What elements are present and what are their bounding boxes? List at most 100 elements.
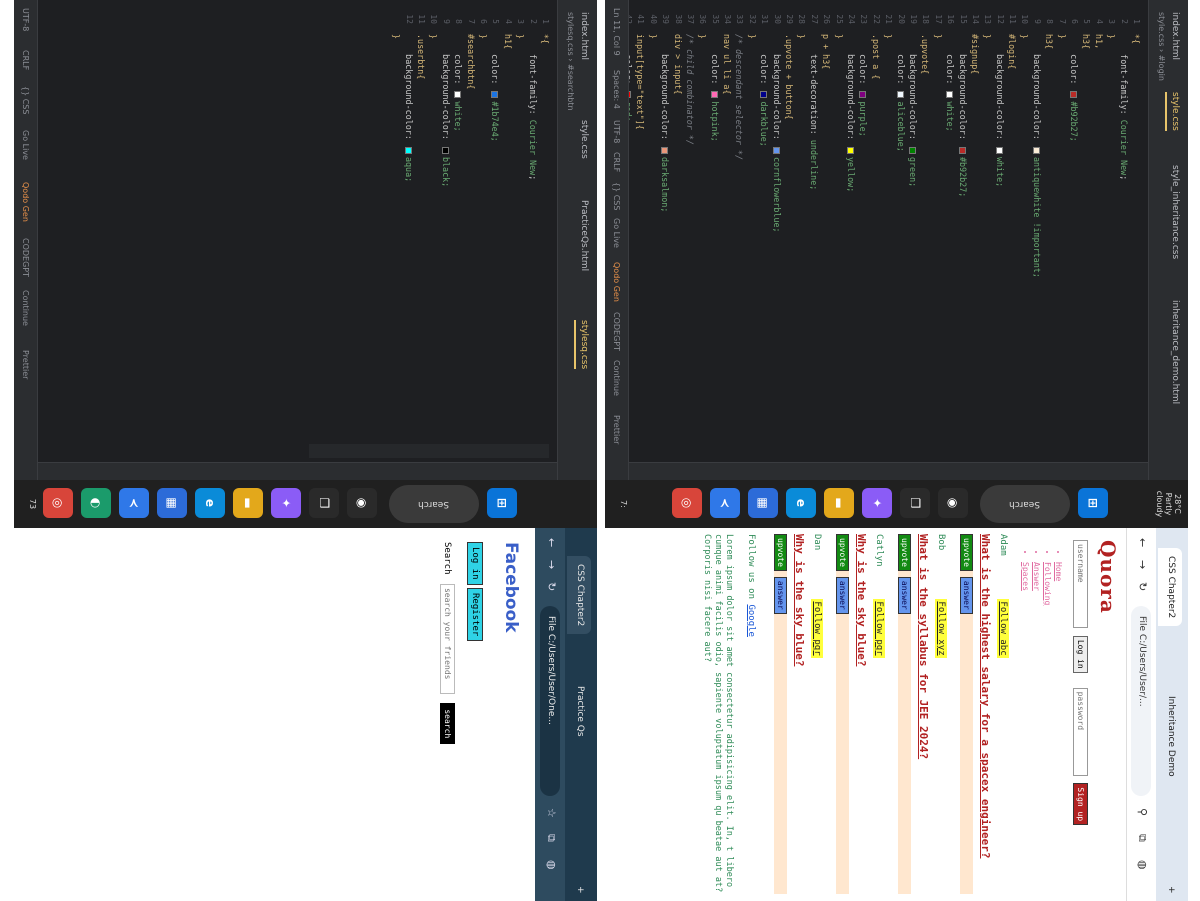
code-area[interactable]: *{ font-family: Courier New;}h1,h3{ colo… xyxy=(605,34,1142,278)
code-line[interactable]: background-color: #b92b27; xyxy=(956,34,968,278)
upvote-button[interactable]: upvote xyxy=(836,534,849,571)
code-line[interactable]: .userbtn{ xyxy=(415,34,427,187)
upvote-button[interactable]: upvote xyxy=(774,534,787,571)
nav-answer-link[interactable]: Answer xyxy=(1031,562,1042,605)
taskbar-clock[interactable]: 7: xyxy=(619,500,628,508)
follow-link[interactable]: Follow_pqr xyxy=(873,599,885,658)
windows-start-icon[interactable]: ⊞ xyxy=(487,488,517,518)
upvote-button[interactable]: upvote xyxy=(898,534,911,571)
store-icon[interactable]: ▦ xyxy=(748,488,778,518)
tab-style-inheritance-css[interactable]: style_inheritance.css xyxy=(1170,165,1180,260)
answer-button[interactable]: answer xyxy=(774,576,787,614)
tab-stylesq-css[interactable]: stylesq.css xyxy=(574,320,589,370)
taskbar-clock[interactable]: 73 xyxy=(28,498,37,510)
nav-home-link[interactable]: Home xyxy=(1053,562,1064,605)
extensions-icon[interactable]: ⧉ xyxy=(1136,834,1149,842)
task-view-icon[interactable]: ❐ xyxy=(309,488,339,518)
code-line[interactable]: } xyxy=(746,34,758,278)
widgets-icon[interactable]: ◉ xyxy=(938,488,968,518)
code-line[interactable]: input[type="text"]{ xyxy=(634,34,646,278)
code-line[interactable]: /* descendant selector */ xyxy=(733,34,745,278)
status-prettier[interactable]: Prettier xyxy=(21,350,30,380)
browser-tab-inheritance-demo[interactable]: Inheritance Demo xyxy=(1166,696,1176,777)
code-line[interactable]: .post a { xyxy=(869,34,881,278)
color-swatch[interactable] xyxy=(661,146,669,154)
code-line[interactable]: text-decoration: underline; xyxy=(807,34,819,278)
profile-icon[interactable]: ◍ xyxy=(1136,860,1149,870)
code-line[interactable]: font-family: Courier New; xyxy=(526,34,538,187)
login-button[interactable]: Log in xyxy=(467,542,483,585)
code-line[interactable]: } xyxy=(696,34,708,278)
code-line[interactable]: p + h3{ xyxy=(820,34,832,278)
reload-icon[interactable]: ↻ xyxy=(1136,582,1149,592)
code-line[interactable]: color: white; xyxy=(452,34,464,187)
code-line[interactable]: color: hotpink; xyxy=(708,34,720,278)
code-line[interactable]: } xyxy=(981,34,993,278)
color-swatch[interactable] xyxy=(958,146,966,154)
code-line[interactable]: *{ xyxy=(539,34,551,187)
status-codegpt[interactable]: CODEGPT xyxy=(612,312,621,352)
color-swatch[interactable] xyxy=(1070,91,1078,99)
code-line[interactable]: } xyxy=(427,34,439,187)
status-continue[interactable]: Continue xyxy=(21,290,30,326)
username-input[interactable] xyxy=(1073,540,1088,628)
chrome-icon[interactable]: ◎ xyxy=(672,488,702,518)
browser-tab-practice-qs[interactable]: Practice Qs xyxy=(575,686,585,737)
color-swatch[interactable] xyxy=(1032,146,1040,154)
status-language[interactable]: {} CSS xyxy=(21,86,30,115)
weather-widget[interactable]: 28°C Partly cloudy xyxy=(1155,482,1182,526)
code-area[interactable]: *{ font-family: Courier New;}h1{ color: … xyxy=(390,34,551,187)
zoom-icon[interactable]: ⚲ xyxy=(1136,808,1149,817)
code-line[interactable]: background-color: cornflowerblue; xyxy=(770,34,782,278)
file-explorer-icon[interactable]: ▬ xyxy=(233,488,263,518)
answer-button[interactable]: answer xyxy=(898,576,911,614)
color-swatch[interactable] xyxy=(946,91,954,99)
tab-index-html[interactable]: index.html xyxy=(1170,12,1180,60)
answer-button[interactable]: answer xyxy=(836,576,849,614)
reload-icon[interactable]: ↻ xyxy=(545,582,558,592)
taskbar-search[interactable]: Search xyxy=(980,485,1070,523)
code-line[interactable]: color: #1b74e4; xyxy=(489,34,501,187)
color-swatch[interactable] xyxy=(896,91,904,99)
follow-link[interactable]: Follow_xyz xyxy=(935,599,947,658)
code-line[interactable]: background-color: green; xyxy=(907,34,919,278)
code-line[interactable]: } xyxy=(1018,34,1030,278)
code-line[interactable]: h1{ xyxy=(501,34,513,187)
windows-start-icon[interactable]: ⊞ xyxy=(1078,488,1108,518)
code-line[interactable]: #signup{ xyxy=(969,34,981,278)
status-codegpt[interactable]: CODEGPT xyxy=(21,238,30,278)
status-encoding[interactable]: UTF-8 xyxy=(21,8,30,32)
status-language[interactable]: {} CSS xyxy=(612,182,621,211)
status-eol[interactable]: CRLF xyxy=(21,50,30,71)
code-line[interactable]: color: purple; xyxy=(857,34,869,278)
follow-link[interactable]: Follow_pqr xyxy=(811,599,823,658)
profile-icon[interactable]: ◍ xyxy=(545,860,558,870)
widgets-icon[interactable]: ◉ xyxy=(347,488,377,518)
bookmark-star-icon[interactable]: ☆ xyxy=(545,808,558,818)
chrome-icon[interactable]: ◎ xyxy=(43,488,73,518)
status-cursor-position[interactable]: Ln 11, Col 9 xyxy=(612,8,621,56)
signup-button[interactable]: Sign up xyxy=(1073,783,1088,826)
follow-link[interactable]: Follow_abc xyxy=(997,599,1009,658)
code-line[interactable]: font-family: Courier New; xyxy=(1117,34,1129,278)
taskbar-search[interactable]: Search xyxy=(389,485,479,523)
color-swatch[interactable] xyxy=(441,146,449,154)
code-line[interactable]: background-color: yellow; xyxy=(845,34,857,278)
code-line[interactable]: color: white; xyxy=(944,34,956,278)
file-explorer-icon[interactable]: ▬ xyxy=(824,488,854,518)
status-qodo-gen[interactable]: Qodo Gen xyxy=(612,262,621,302)
color-swatch[interactable] xyxy=(908,146,916,154)
vscode-icon[interactable]: ≺ xyxy=(710,488,740,518)
color-swatch[interactable] xyxy=(491,91,499,99)
status-encoding[interactable]: UTF-8 xyxy=(612,120,621,144)
address-bar[interactable]: File C:/Users/User/One... xyxy=(540,606,560,796)
code-line[interactable]: background-color: white; xyxy=(993,34,1005,278)
code-line[interactable]: background-color: antiquewhite !importan… xyxy=(1030,34,1042,278)
tab-practiceqs-html[interactable]: PracticeQs.html xyxy=(579,200,589,272)
code-line[interactable]: } xyxy=(514,34,526,187)
code-line[interactable]: } xyxy=(795,34,807,278)
extensions-icon[interactable]: ⧉ xyxy=(545,834,558,842)
code-line[interactable]: nav ul li a{ xyxy=(721,34,733,278)
code-line[interactable]: .upvote{ xyxy=(919,34,931,278)
forward-icon[interactable]: → xyxy=(1136,560,1149,570)
